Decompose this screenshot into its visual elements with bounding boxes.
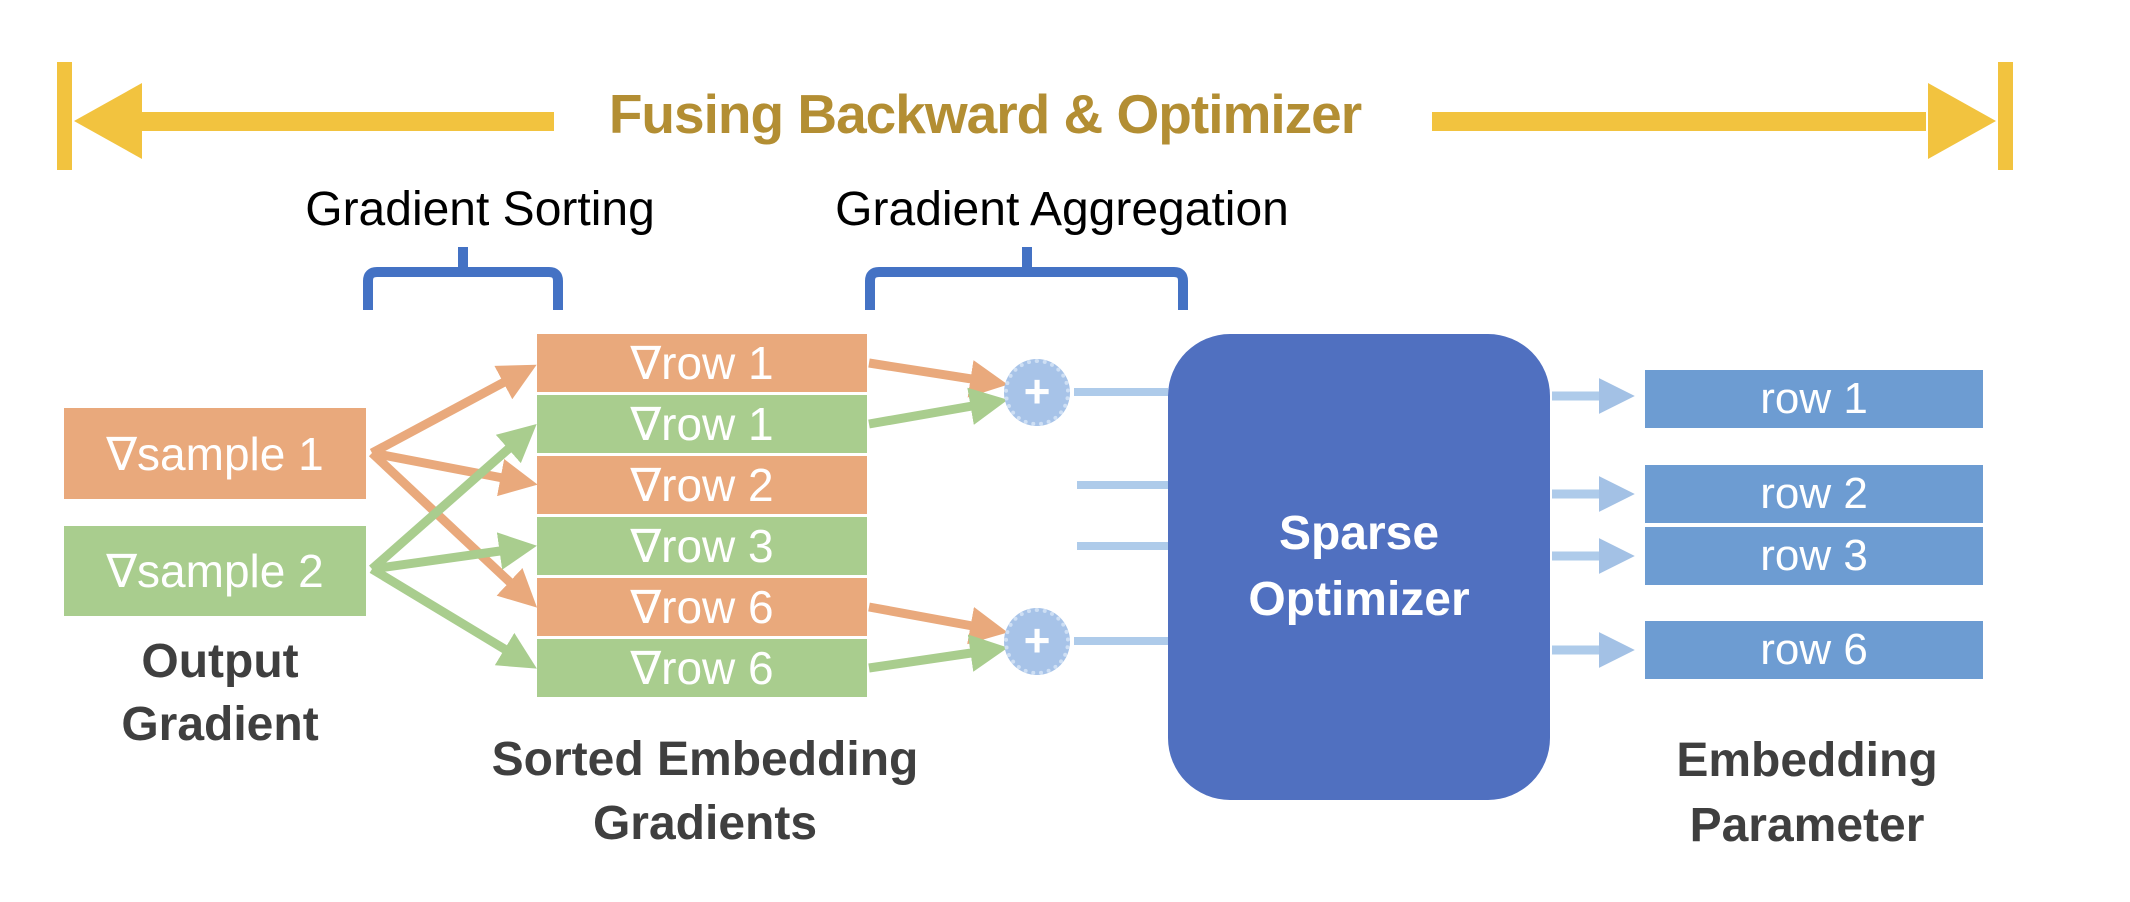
- parameter-row-3-box: row 3: [1645, 527, 1983, 585]
- banner-right-arrow-shaft: [1432, 112, 1926, 131]
- parameter-row-label: row 2: [1760, 469, 1868, 518]
- parameter-row-label: row 6: [1760, 625, 1868, 674]
- plus-symbol: +: [1023, 613, 1051, 666]
- sorted-row-label: ∇row 1: [630, 398, 774, 450]
- embedding-parameter-caption-line1: Embedding: [1676, 734, 1938, 787]
- optimizer-output-arrows: [1552, 378, 1635, 668]
- output-gradient-caption-line1: Output: [141, 635, 299, 688]
- parameter-row-label: row 3: [1760, 531, 1868, 580]
- sparse-optimizer-label-line1: Sparse: [1278, 507, 1440, 560]
- aggregation-plus-icon: +: [1004, 359, 1070, 426]
- parameter-row-label: row 1: [1760, 374, 1868, 423]
- aggregation-plus-icon: +: [1004, 608, 1070, 675]
- banner-title: Fusing Backward & Optimizer: [608, 83, 1362, 145]
- sorted-gradients-caption-line1: Sorted Embedding: [491, 733, 919, 786]
- sorted-row-label: ∇row 6: [630, 642, 774, 694]
- sorting-arrows-green: [369, 424, 537, 669]
- gradient-aggregation-label: Gradient Aggregation: [835, 183, 1289, 236]
- sorted-gradients-caption-line2: Gradients: [592, 797, 818, 850]
- banner-right-end-bar: [1998, 62, 2013, 170]
- banner-left-arrowhead-icon: [74, 83, 142, 159]
- sorted-row-3-green-box: ∇row 3: [537, 517, 867, 575]
- sorted-row-6-green-box: ∇row 6: [537, 639, 867, 697]
- gradient-sorting-label: Gradient Sorting: [305, 183, 655, 236]
- banner-left-arrow-shaft: [142, 112, 554, 131]
- sorted-row-1-green-box: ∇row 1: [537, 395, 867, 453]
- sorted-gradients-caption: Sorted Embedding Gradients: [455, 728, 955, 856]
- sparse-optimizer-box: Sparse Optimizer: [1168, 334, 1550, 800]
- sample-2-label: ∇sample 2: [106, 545, 324, 597]
- sparse-optimizer-label-line2: Optimizer: [1248, 573, 1470, 626]
- aggregation-arrows: [868, 358, 1008, 673]
- parameter-row-1-box: row 1: [1645, 370, 1983, 428]
- output-gradient-sample-1-box: ∇sample 1: [64, 408, 366, 499]
- sorted-row-6-orange-box: ∇row 6: [537, 578, 867, 636]
- output-gradient-sample-2-box: ∇sample 2: [64, 526, 366, 616]
- parameter-row-6-box: row 6: [1645, 621, 1983, 679]
- gradient-sorting-brace: [363, 247, 563, 310]
- sorted-row-1-orange-box: ∇row 1: [537, 334, 867, 392]
- gradient-aggregation-brace: [865, 247, 1188, 310]
- sorted-row-label: ∇row 2: [630, 459, 774, 511]
- sample-1-label: ∇sample 1: [106, 427, 324, 480]
- parameter-row-2-box: row 2: [1645, 465, 1983, 523]
- sorted-row-label: ∇row 1: [630, 337, 774, 389]
- sorted-row-label: ∇row 3: [630, 520, 774, 572]
- sorted-row-2-orange-box: ∇row 2: [537, 456, 867, 514]
- output-gradient-caption: Output Gradient: [70, 630, 370, 756]
- sorted-row-label: ∇row 6: [630, 581, 774, 633]
- banner-left-end-bar: [57, 62, 72, 170]
- optimizer-input-lines: [1074, 388, 1168, 645]
- banner-right-arrowhead-icon: [1928, 83, 1996, 159]
- plus-symbol: +: [1023, 364, 1051, 417]
- output-gradient-caption-line2: Gradient: [121, 698, 319, 751]
- embedding-parameter-caption-line2: Parameter: [1689, 799, 1925, 852]
- embedding-parameter-caption: Embedding Parameter: [1607, 728, 2007, 858]
